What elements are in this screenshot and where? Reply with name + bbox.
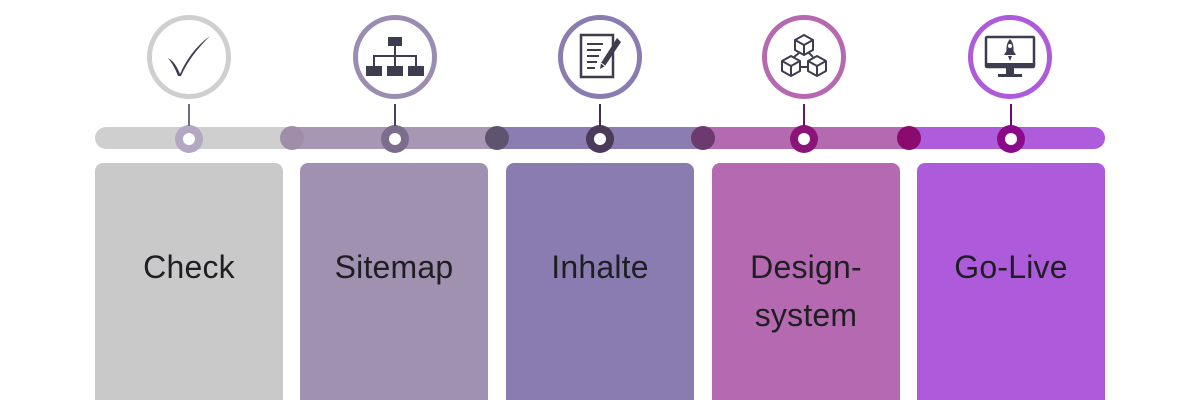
track-joint: [485, 126, 509, 150]
timeline-node-check: [175, 125, 203, 153]
track-joint: [691, 126, 715, 150]
rocket-monitor-icon: [984, 35, 1036, 77]
step-label-inhalte: Inhalte: [551, 249, 649, 285]
track-joint: [897, 126, 921, 150]
icon-circle-designsystem: [762, 15, 846, 99]
step-card-sitemap: Sitemap: [300, 163, 488, 400]
timeline-node-designsystem: [790, 125, 818, 153]
cubes-icon: [781, 34, 827, 77]
icon-circle-golive: [968, 15, 1052, 99]
track-joint: [280, 126, 304, 150]
timeline-node-golive: [997, 125, 1025, 153]
timeline-node-sitemap: [381, 125, 409, 153]
step-card-inhalte: Inhalte: [506, 163, 694, 400]
step-label-sitemap: Sitemap: [334, 249, 454, 285]
document-pen-icon: [579, 33, 621, 79]
timeline-node-inhalte: [586, 125, 614, 153]
icon-circle-check: [147, 15, 231, 99]
sitemap-icon: [366, 37, 424, 76]
icon-circle-inhalte: [558, 15, 642, 99]
step-card-designsystem: Design- system: [712, 163, 900, 400]
checkmark-icon: [168, 36, 210, 76]
stem-designsystem: [803, 104, 805, 126]
step-label-check: Check: [143, 249, 235, 285]
stem-sitemap: [394, 104, 396, 126]
stem-inhalte: [599, 104, 601, 126]
stem-golive: [1010, 104, 1012, 126]
icon-circle-sitemap: [353, 15, 437, 99]
step-label-golive: Go-Live: [954, 249, 1068, 285]
step-label-designsystem: Design- system: [750, 249, 862, 333]
step-card-golive: Go-Live: [917, 163, 1105, 400]
stem-check: [188, 104, 190, 126]
step-card-check: Check: [95, 163, 283, 400]
